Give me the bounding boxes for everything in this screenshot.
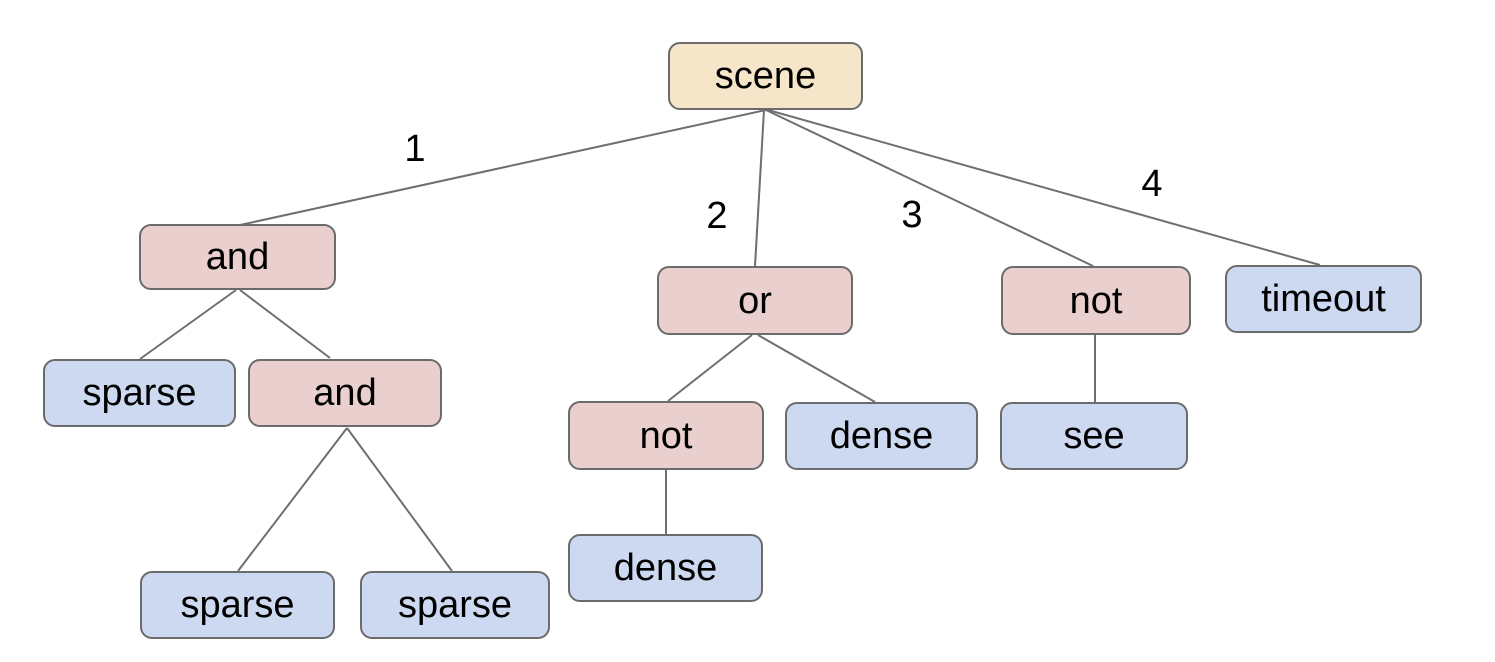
edge-scene-or1 xyxy=(754,109,765,267)
node-dense-2: dense xyxy=(568,534,763,602)
node-not-1: not xyxy=(1001,266,1191,335)
edge-label-3: 3 xyxy=(901,194,923,236)
node-dense-1: dense xyxy=(785,402,978,470)
node-sparse-3: sparse xyxy=(360,571,550,639)
node-sparse-2: sparse xyxy=(140,571,335,639)
edge-and1-sparse1 xyxy=(139,289,237,360)
node-and-1: and xyxy=(139,224,336,290)
edge-label-1: 1 xyxy=(404,128,426,170)
edge-label-4: 4 xyxy=(1141,163,1163,205)
edge-or1-not2 xyxy=(667,334,753,402)
edge-and2-sparse2 xyxy=(237,427,348,572)
edge-scene-and1 xyxy=(239,109,767,226)
edge-label-2: 2 xyxy=(706,195,728,237)
node-scene: scene xyxy=(668,42,863,110)
edge-or1-dense1 xyxy=(757,334,876,403)
edge-scene-not1 xyxy=(765,109,1094,267)
node-see: see xyxy=(1000,402,1188,470)
edge-and1-and2 xyxy=(239,289,331,359)
node-or-1: or xyxy=(657,266,853,335)
node-not-2: not xyxy=(568,401,764,470)
node-timeout: timeout xyxy=(1225,265,1422,333)
node-and-2: and xyxy=(248,359,442,427)
edge-and2-sparse3 xyxy=(346,427,453,572)
node-sparse-1: sparse xyxy=(43,359,236,427)
edge-scene-timeout xyxy=(767,109,1321,266)
